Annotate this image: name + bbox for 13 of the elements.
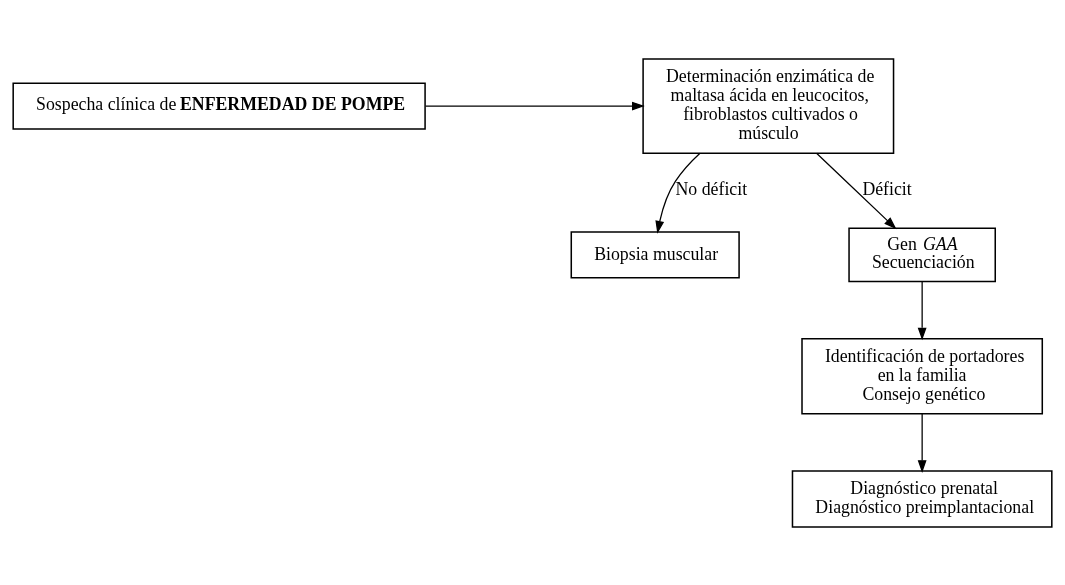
arrow <box>917 280 927 340</box>
arrow <box>815 152 897 229</box>
arrow <box>655 152 701 234</box>
node-box: Gen GAA Secuenciación <box>848 226 996 282</box>
edge-label: No déficit <box>675 178 748 199</box>
node-box: Sospecha clínica de ENFERMEDAD DE POMPE <box>12 81 426 130</box>
node-box: Identificación de portadores en la familia Consejo genético <box>801 337 1044 415</box>
node-box: Biopsia muscular <box>570 230 740 278</box>
node-box: Determinación enzimática de maltasa ácida en leucocitos, fibroblastos cultivados o músculo <box>642 57 895 154</box>
edge-label: Déficit <box>862 178 912 199</box>
arrow <box>917 412 927 473</box>
node-box: Diagnóstico prenatal Diagnóstico preimplantacional <box>791 469 1053 528</box>
arrow <box>424 101 645 111</box>
